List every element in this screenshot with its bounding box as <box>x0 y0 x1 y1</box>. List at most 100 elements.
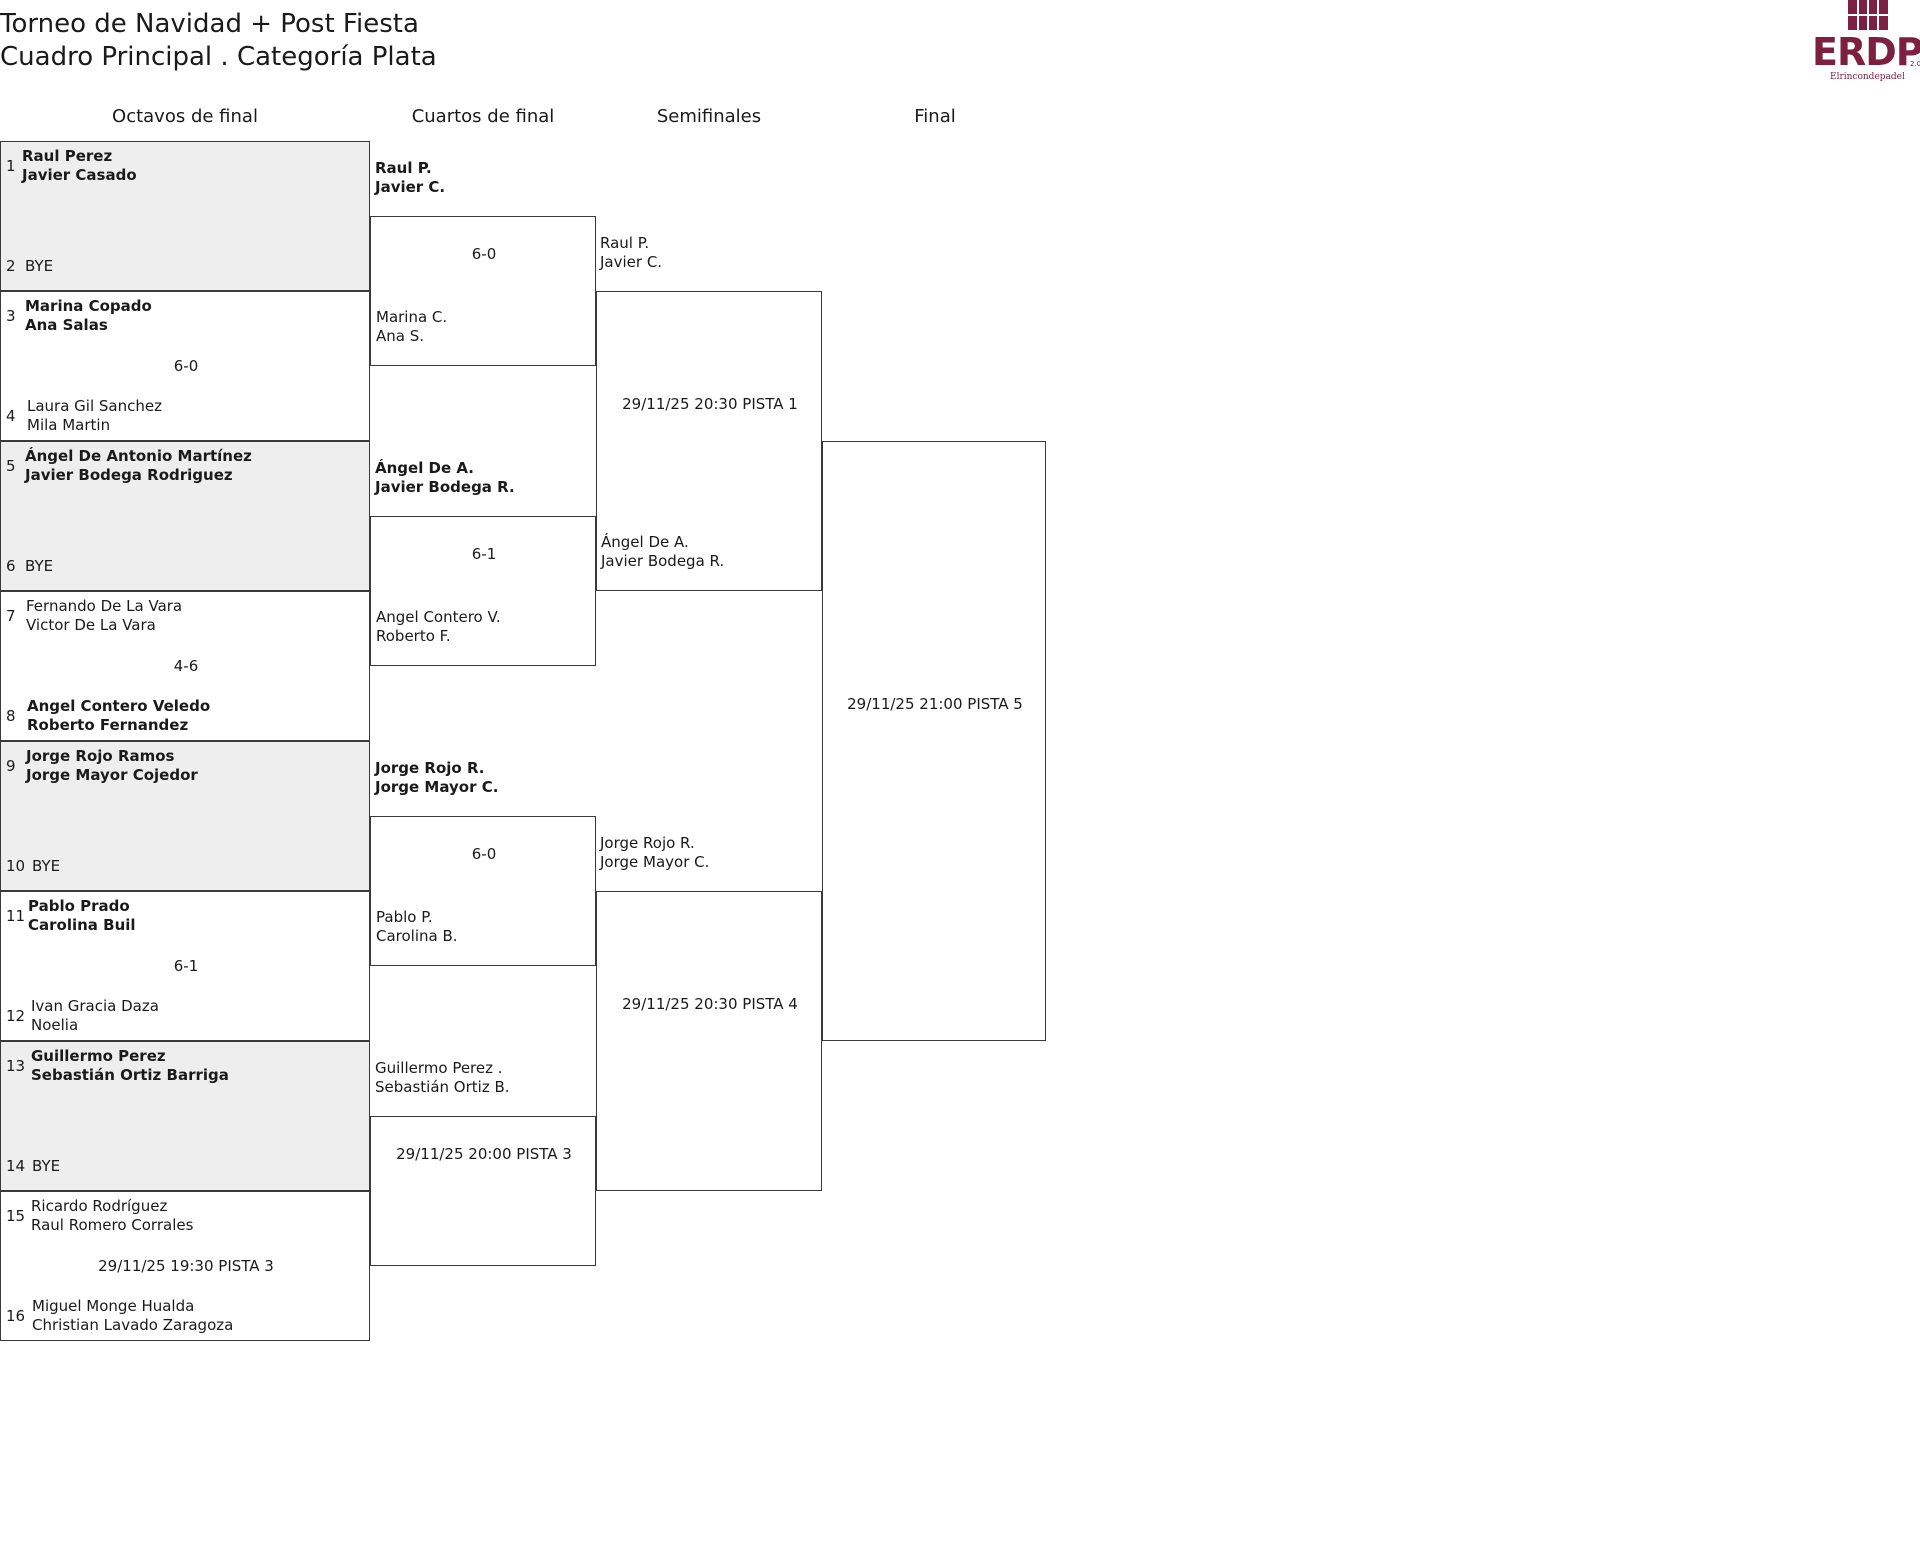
qf-team-player: Jorge Mayor C. <box>375 778 499 796</box>
match-schedule: 29/11/25 20:30 PISTA 1 <box>622 395 798 413</box>
team-player: Jorge Rojo Ramos <box>26 747 175 765</box>
seed-number: 4 <box>6 407 16 425</box>
logo-tagline: Elrinconde​padel <box>1830 72 1905 82</box>
team-player: Sebastián Ortiz Barriga <box>31 1066 229 1084</box>
r16-match-3: 5 Ángel De Antonio Martínez Javier Bodeg… <box>0 441 370 591</box>
match-score: 4-6 <box>173 657 199 675</box>
team-player: Roberto Fernandez <box>27 716 189 734</box>
qf-match-4: 29/11/25 20:00 PISTA 3 <box>370 1116 596 1266</box>
seed-number: 6 <box>6 557 16 575</box>
team-player: Javier Bodega Rodriguez <box>25 466 233 484</box>
r16-match-7: 13 Guillermo Perez Sebastián Ortiz Barri… <box>0 1041 370 1191</box>
r16-match-8: 15 Ricardo Rodríguez Raul Romero Corrale… <box>0 1191 370 1341</box>
qf-team-player: Ana S. <box>376 327 425 345</box>
sf-team-player: Javier C. <box>600 253 663 271</box>
qf-team-player: Javier C. <box>375 178 446 196</box>
team-player: Raul Perez <box>22 147 113 165</box>
team-bye: BYE <box>32 1157 61 1175</box>
qf-team-player: Javier Bodega R. <box>375 478 515 496</box>
team-player: Ángel De Antonio Martínez <box>25 447 252 465</box>
qf-team-player: Pablo P. <box>376 908 433 926</box>
seed-number: 11 <box>6 907 26 925</box>
logo-text: ERDP <box>1812 30 1920 74</box>
seed-number: 8 <box>6 707 16 725</box>
qf-team-player: Roberto F. <box>376 627 451 645</box>
seed-number: 5 <box>6 457 16 475</box>
r16-match-1: 1 Raul Perez Javier Casado 2 BYE <box>0 141 370 291</box>
qf-team-player: Guillermo Perez . <box>375 1059 503 1077</box>
final-match: 29/11/25 21:00 PISTA 5 <box>822 441 1046 1041</box>
team-player: Ana Salas <box>25 316 108 334</box>
match-score: 6-1 <box>471 545 497 563</box>
seed-number: 14 <box>6 1157 26 1175</box>
sf-team-player: Raul P. <box>600 234 650 252</box>
seed-number: 12 <box>6 1007 26 1025</box>
sf-match-1: 29/11/25 20:30 PISTA 1 Ángel De A. Javie… <box>596 291 822 591</box>
r16-match-4: 7 Fernando De La Vara Victor De La Vara … <box>0 591 370 741</box>
qf-match-3: 6-0 Pablo P. Carolina B. <box>370 816 596 966</box>
qf-team-player: Marina C. <box>376 308 448 326</box>
match-schedule: 29/11/25 19:30 PISTA 3 <box>98 1257 274 1275</box>
seed-number: 10 <box>6 857 26 875</box>
r16-match-5: 9 Jorge Rojo Ramos Jorge Mayor Cojedor 1… <box>0 741 370 891</box>
team-player: Jorge Mayor Cojedor <box>26 766 198 784</box>
seed-number: 9 <box>6 757 16 775</box>
round-header-qf: Cuartos de final <box>411 106 555 127</box>
match-schedule: 29/11/25 20:00 PISTA 3 <box>396 1145 572 1163</box>
seed-number: 7 <box>6 607 16 625</box>
sf-team-player: Ángel De A. <box>601 533 689 551</box>
team-player: Guillermo Perez <box>31 1047 166 1065</box>
round-header-final: Final <box>914 106 956 127</box>
qf-team-player: Ángel De A. <box>375 459 474 477</box>
qf-match-2: 6-1 Angel Contero V. Roberto F. <box>370 516 596 666</box>
team-player: Raul Romero Corrales <box>31 1216 194 1234</box>
seed-number: 3 <box>6 307 16 325</box>
seed-number: 15 <box>6 1207 26 1225</box>
r16-match-6: 11 Pablo Prado Carolina Buil 6-1 12 Ivan… <box>0 891 370 1041</box>
sf-team-player: Jorge Rojo R. <box>600 834 695 852</box>
team-player: Christian Lavado Zaragoza <box>32 1316 234 1334</box>
match-schedule: 29/11/25 20:30 PISTA 4 <box>622 995 798 1013</box>
seed-number: 1 <box>6 157 16 175</box>
sf-team-player: Javier Bodega R. <box>601 552 725 570</box>
qf-team-player: Carolina B. <box>376 927 458 945</box>
team-player: Mila Martin <box>27 416 111 434</box>
team-player: Victor De La Vara <box>26 616 156 634</box>
draw-subtitle: Cuadro Principal . Categoría Plata <box>0 42 437 72</box>
team-player: Angel Contero Veledo <box>27 697 211 715</box>
team-player: Ivan Gracia Daza <box>31 997 159 1015</box>
round-header-r16: Octavos de final <box>112 106 258 127</box>
qf-match-1: 6-0 Marina C. Ana S. <box>370 216 596 366</box>
match-schedule: 29/11/25 21:00 PISTA 5 <box>847 695 1023 713</box>
team-player: Laura Gil Sanchez <box>27 397 162 415</box>
match-score: 6-0 <box>471 845 497 863</box>
team-bye: BYE <box>25 257 54 275</box>
team-player: Ricardo Rodríguez <box>31 1197 168 1215</box>
match-score: 6-0 <box>173 357 199 375</box>
team-bye: BYE <box>32 857 61 875</box>
qf-team-player: Raul P. <box>375 159 432 177</box>
team-bye: BYE <box>25 557 54 575</box>
match-score: 6-1 <box>173 957 199 975</box>
sf-match-2: 29/11/25 20:30 PISTA 4 <box>596 891 822 1191</box>
sf-team-player: Jorge Mayor C. <box>600 853 710 871</box>
tournament-title: Torneo de Navidad + Post Fiesta <box>0 9 419 39</box>
team-player: Miguel Monge Hualda <box>32 1297 195 1315</box>
team-player: Pablo Prado <box>28 897 130 915</box>
r16-match-2: 3 Marina Copado Ana Salas 6-0 4 Laura Gi… <box>0 291 370 441</box>
qf-team-player: Sebastián Ortiz B. <box>375 1078 510 1096</box>
team-player: Javier Casado <box>22 166 137 184</box>
qf-team-player: Jorge Rojo R. <box>375 759 485 777</box>
team-player: Carolina Buil <box>28 916 136 934</box>
team-player: Noelia <box>31 1016 79 1034</box>
team-player: Marina Copado <box>25 297 152 315</box>
seed-number: 13 <box>6 1057 26 1075</box>
team-player: Fernando De La Vara <box>26 597 183 615</box>
seed-number: 2 <box>6 257 16 275</box>
erdp-logo: ERDP 2.0 Elrinconde​padel <box>1808 0 1920 86</box>
round-header-sf: Semifinales <box>656 106 762 127</box>
match-score: 6-0 <box>471 245 497 263</box>
qf-team-player: Angel Contero V. <box>376 608 501 626</box>
seed-number: 16 <box>6 1307 26 1325</box>
logo-version: 2.0 <box>1910 60 1920 68</box>
